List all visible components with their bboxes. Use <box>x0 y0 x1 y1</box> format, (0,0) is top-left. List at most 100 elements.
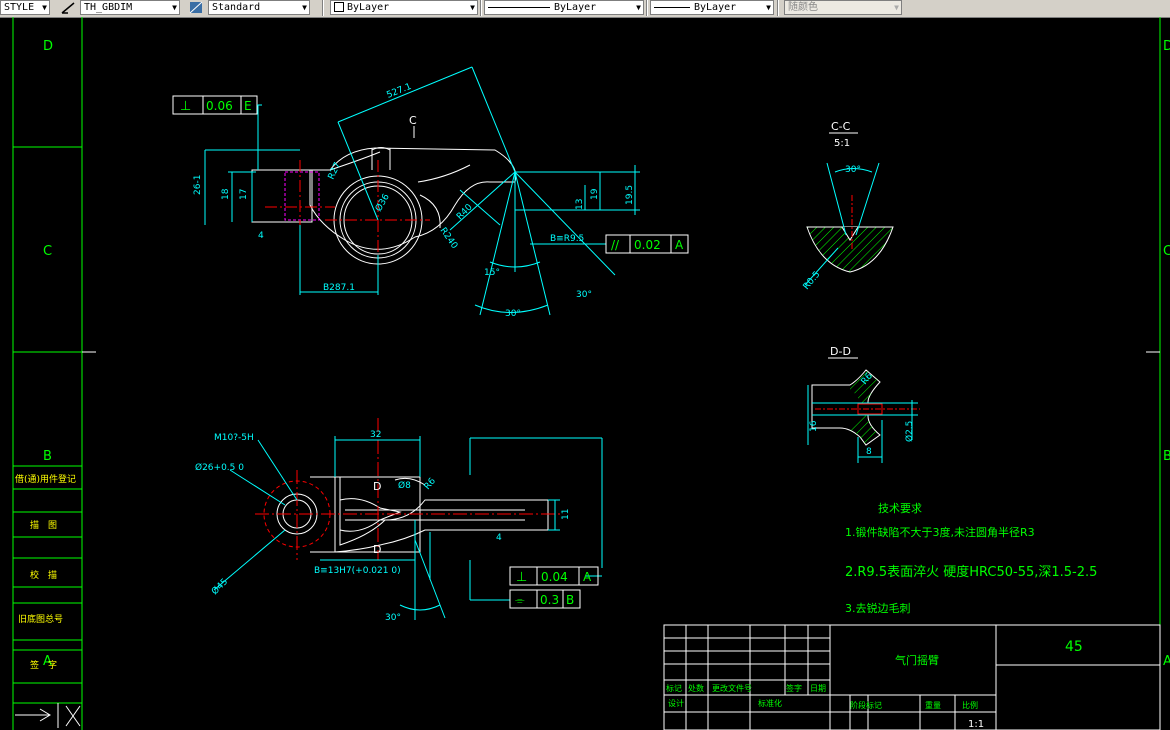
linetype-sample-icon <box>488 6 550 8</box>
tech-title: 技术要求 <box>878 502 922 515</box>
zone-right-b-label: B <box>1163 449 1170 464</box>
section-dd-25: Ø2.5 <box>904 421 915 442</box>
section-dd-title: D-D <box>830 345 851 358</box>
dim-style-value: TH_GBDIM <box>84 2 133 13</box>
dimstyle-icon[interactable] <box>60 0 76 15</box>
top-view-hidden <box>255 418 560 560</box>
text-style-combo[interactable]: STYLE▼ <box>0 0 50 15</box>
front-view-boss <box>251 169 320 223</box>
left-block-labels: 借(通)用件登记 描 图 校 描 旧底图总号 签 字 <box>15 473 76 671</box>
zone-labels: D C B A D C B A <box>43 39 1170 669</box>
zone-right-a-label: A <box>1163 654 1170 669</box>
section-cc-30: 30° <box>845 165 861 175</box>
dim-19: 19 <box>590 188 600 200</box>
plotstyle-combo[interactable]: 随颜色 ▼ <box>784 0 902 15</box>
title-block-text: 气门摇臂 45 标记 处数 更改文件号 签字 日期 设计 标准化 阶段标记 重量… <box>666 639 1083 730</box>
tol-mid-sym: // <box>611 238 620 252</box>
left-block-2: 描 图 <box>30 519 57 531</box>
lineweight-value: ByLayer <box>694 2 737 13</box>
chevron-down-icon[interactable]: ▼ <box>42 3 47 12</box>
tolerance-frame-b2: ⌯ 0.3 B <box>509 589 581 609</box>
material: 45 <box>1065 639 1083 655</box>
toolbar-separator <box>646 0 648 16</box>
zone-d-label: D <box>43 39 53 54</box>
dim-4b: 4 <box>496 533 502 543</box>
table-style-combo[interactable]: Standard ▼ <box>208 0 310 15</box>
section-dd: D-D R6 16 8 Ø2.5 <box>807 345 920 463</box>
left-block-3: 校 描 <box>30 569 57 581</box>
section-c-label: C <box>409 114 417 127</box>
toolbar-separator <box>480 0 482 16</box>
dim-b287: B287.1 <box>323 283 355 293</box>
tb-row-label-4: 日期 <box>810 684 826 693</box>
section-d-label: D <box>373 480 381 493</box>
tech-line-1: 1.锻件缺陷不大于3度,未注圆角半径R3 <box>845 525 1035 539</box>
zone-right-c-label: C <box>1163 244 1170 259</box>
tol-b2-ref: B <box>566 593 574 607</box>
toolbar-separator <box>777 0 779 16</box>
tech-line-3: 3.去锐边毛刺 <box>845 601 911 615</box>
chevron-down-icon[interactable]: ▼ <box>636 3 641 12</box>
top-view-dimensions <box>213 436 603 620</box>
left-block-5: 签 字 <box>30 659 57 671</box>
dim-m10: M10?-5H <box>214 433 254 443</box>
dim-36: Ø36 <box>373 192 392 214</box>
chevron-down-icon[interactable]: ▼ <box>766 3 771 12</box>
linetype-combo[interactable]: ByLayer ▼ <box>484 0 644 15</box>
tol-b1-val: 0.04 <box>541 570 568 584</box>
tablestyle-icon[interactable] <box>188 0 204 15</box>
dim-r27: R27 <box>327 161 344 181</box>
left-block-4: 旧底图总号 <box>18 613 63 625</box>
chevron-down-icon[interactable]: ▼ <box>894 3 899 12</box>
section-cc-title: C-C <box>831 120 851 133</box>
section-cc: C-C 5:1 30° R0.5 <box>802 120 894 292</box>
zone-c-label: C <box>43 244 52 259</box>
dim-4: 4 <box>258 231 264 241</box>
tb-scale: 1:1 <box>968 719 984 730</box>
technical-requirements: 技术要求 1.锻件缺陷不大于3度,未注圆角半径R3 2.R9.5表面淬火 硬度H… <box>845 502 1097 615</box>
lineweight-combo[interactable]: ByLayer ▼ <box>650 0 774 15</box>
tb-row-label-0: 标记 <box>666 683 682 693</box>
dim-11: 11 <box>561 509 571 520</box>
section-dd-8: 8 <box>866 447 872 457</box>
section-d2-label: D <box>373 543 381 556</box>
dim-b13: B≡13H7(+0.021 0) <box>314 566 401 576</box>
drawing-canvas[interactable]: D C B A D C B A 借(通)用件登记 描 图 校 描 旧底图总号 签… <box>0 17 1170 730</box>
zone-b-label: B <box>43 449 52 464</box>
linetype-value: ByLayer <box>554 2 597 13</box>
dim-30deg-a: 30° <box>505 309 521 319</box>
tolerance-frame-mid: // 0.02 A <box>605 234 689 254</box>
color-value: ByLayer <box>347 2 390 13</box>
dim-26h: Ø26+0.5 0 <box>195 462 244 473</box>
dim-527: 527.1 <box>385 82 413 101</box>
chevron-down-icon[interactable]: ▼ <box>470 3 475 12</box>
dim-style-combo[interactable]: TH_GBDIM ▼ <box>80 0 180 15</box>
chevron-down-icon[interactable]: ▼ <box>302 3 307 12</box>
dim-32: 32 <box>370 430 381 440</box>
dim-8: Ø8 <box>398 480 411 491</box>
plotstyle-value: 随颜色 <box>788 2 818 13</box>
tol-top-sym: ⊥ <box>180 99 191 114</box>
zone-right-d-label: D <box>1163 39 1170 54</box>
ucs-icon <box>15 703 81 728</box>
tol-mid-val: 0.02 <box>634 238 661 252</box>
lineweight-sample-icon <box>654 6 690 8</box>
tech-line-2: 2.R9.5表面淬火 硬度HRC50-55,深1.5-2.5 <box>845 564 1097 580</box>
dim-b95: B≡R9.5 <box>550 234 584 244</box>
tb-row3-label-0: 阶段标记 <box>850 700 882 710</box>
tb-row3-label-1: 重量 <box>925 700 941 710</box>
title-block <box>663 624 1161 730</box>
tolerance-frame-top: ⊥ 0.06 E <box>172 95 262 115</box>
section-cc-r: R0.5 <box>802 270 823 292</box>
color-combo[interactable]: ByLayer ▼ <box>330 0 478 15</box>
dim-r240: R240 <box>438 226 460 251</box>
tol-mid-ref: A <box>675 238 684 252</box>
tb-row-label-1: 处数 <box>688 683 704 693</box>
dim-30deg-b: 30° <box>576 290 592 300</box>
tb-row3-label-2: 比例 <box>962 700 978 710</box>
section-mark-c: C <box>409 114 417 138</box>
chevron-down-icon[interactable]: ▼ <box>172 3 177 12</box>
table-style-value: Standard <box>212 2 261 13</box>
front-view-dimensions <box>204 66 640 316</box>
dim-195: 19.5 <box>625 185 635 205</box>
